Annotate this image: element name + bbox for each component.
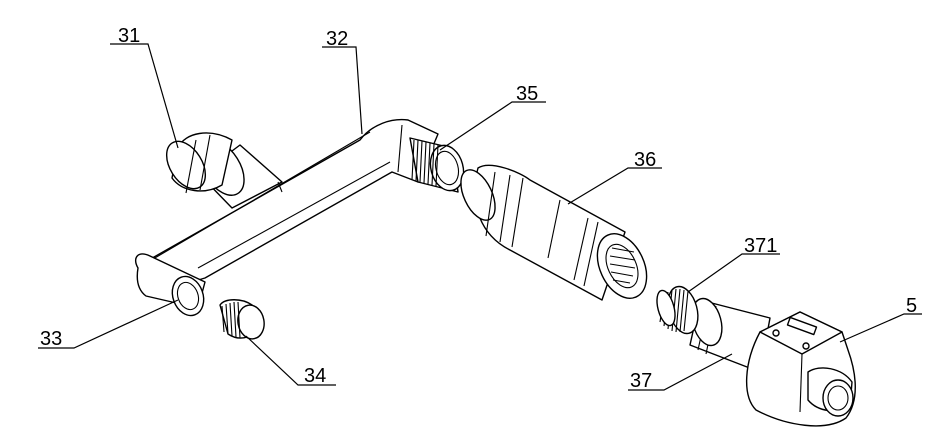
part-36-coupling-sleeve [460,164,648,301]
label-37: 37 [630,370,652,392]
label-34: 34 [304,365,326,387]
part-32-l-pipe [134,118,439,317]
leader-31 [110,43,179,149]
leader-5 [839,313,922,343]
part-5-valve-body [746,311,856,427]
leader-33 [38,299,179,349]
leader-35 [439,101,546,151]
leader-37 [628,353,733,391]
part-34-plug [219,299,265,340]
part-37-connector [656,285,771,373]
label-32: 32 [326,28,348,50]
label-31: 31 [118,25,140,47]
reference-numerals: 31 32 33 34 35 36 37 371 5 [40,25,917,392]
part-35-threaded-nipple [409,137,465,193]
leader-34 [245,335,336,386]
label-36: 36 [634,149,656,171]
label-371: 371 [744,235,777,257]
label-33: 33 [40,328,62,350]
leader-lines [38,43,922,391]
part-31-stub-fitting [165,132,283,209]
leader-36 [567,167,662,205]
label-5: 5 [906,295,917,317]
leader-32 [322,46,363,135]
label-35: 35 [516,83,538,105]
leader-371 [687,253,780,293]
